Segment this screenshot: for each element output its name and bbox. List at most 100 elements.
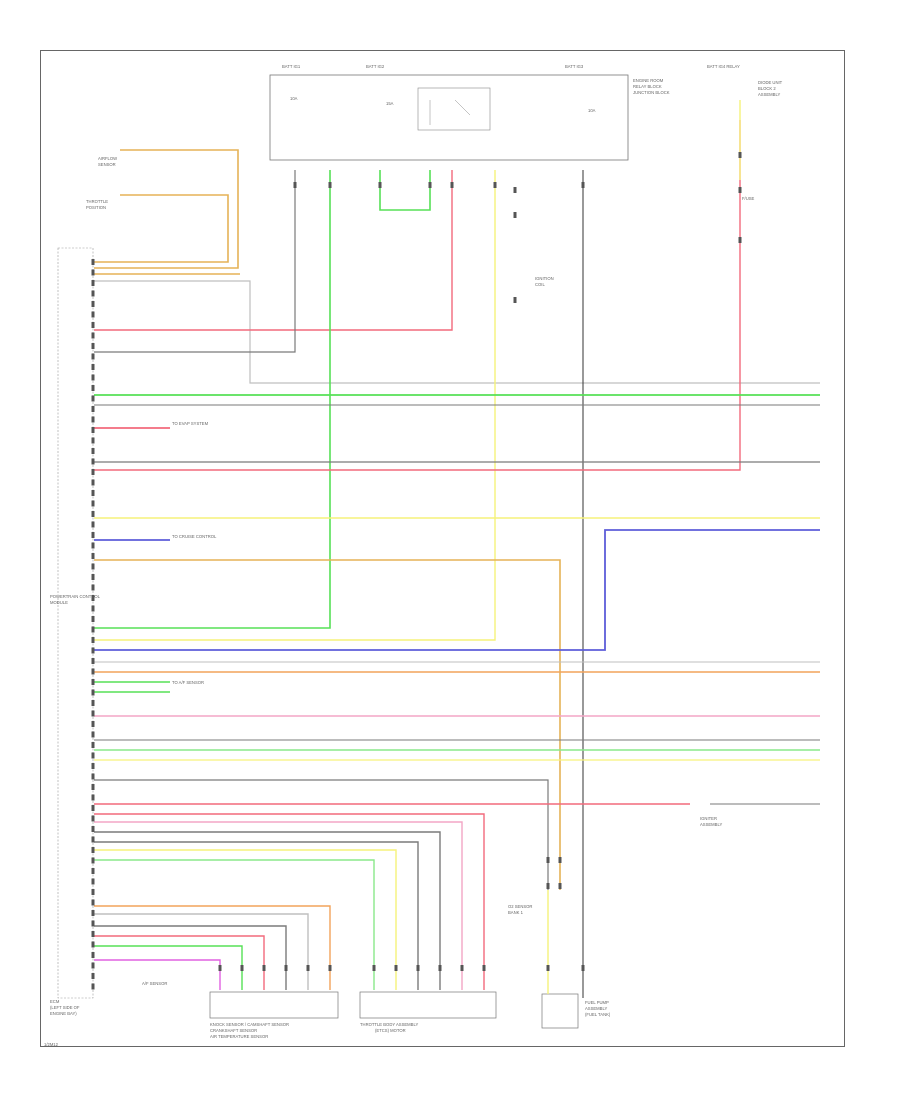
svg-text:IGNITER: IGNITER xyxy=(700,816,717,821)
wire-tan-drop xyxy=(94,559,561,890)
ecm-pin xyxy=(91,679,95,685)
ecm-pin xyxy=(91,784,95,790)
ecm-pin xyxy=(91,752,95,759)
svg-text:A/F SENSOR: A/F SENSOR xyxy=(142,981,167,986)
wire-gray-drop xyxy=(94,779,549,890)
connector-pin xyxy=(394,965,398,971)
svg-text:AIRFLOW: AIRFLOW xyxy=(98,156,117,161)
connector-pin xyxy=(460,965,464,971)
connector-pin xyxy=(546,965,550,971)
ecm-pin xyxy=(91,815,95,822)
ecm-pin xyxy=(91,542,95,549)
svg-text:BATT IG2: BATT IG2 xyxy=(366,64,385,69)
ecm-pin xyxy=(91,458,95,465)
svg-text:FUEL PUMP: FUEL PUMP xyxy=(585,1000,609,1005)
wire-tps-1 xyxy=(94,821,463,990)
svg-text:THROTTLE: THROTTLE xyxy=(86,199,108,204)
svg-text:O2 SENSOR: O2 SENSOR xyxy=(508,904,532,909)
svg-text:ASSEMBLY: ASSEMBLY xyxy=(585,1006,607,1011)
ecm-pin xyxy=(91,353,95,360)
ecm-pin xyxy=(91,385,95,391)
svg-text:CRANKSHAFT SENSOR: CRANKSHAFT SENSOR xyxy=(210,1028,257,1033)
svg-text:TO EVAP SYSTEM: TO EVAP SYSTEM xyxy=(172,421,209,426)
ecm-pin xyxy=(91,584,95,591)
svg-text:ENGINE BAY): ENGINE BAY) xyxy=(50,1011,77,1016)
ecm-pin xyxy=(91,553,95,559)
ecm-pin xyxy=(91,931,95,937)
svg-text:ASSEMBLY: ASSEMBLY xyxy=(758,92,780,97)
ecm-pin xyxy=(91,857,95,864)
ecm-pin xyxy=(91,826,95,832)
ecm-pin xyxy=(91,889,95,895)
ecm-pin xyxy=(91,731,95,738)
ecm-pin xyxy=(91,983,95,990)
ecm-pin xyxy=(91,521,95,528)
sensor-block-3: FUEL PUMP ASSEMBLY (FUEL TANK) xyxy=(541,993,611,1029)
svg-text:10A: 10A xyxy=(588,108,596,113)
ecm-pin xyxy=(91,416,95,423)
wire-knock-0 xyxy=(94,905,331,990)
ecm-pin xyxy=(91,626,95,633)
ecm-pin xyxy=(91,511,95,517)
wire-yellow-drop xyxy=(94,170,496,641)
ecm-pin xyxy=(91,941,95,948)
ecm-pin xyxy=(91,301,95,307)
ecm-pin xyxy=(91,395,95,402)
connector-pin xyxy=(482,965,486,971)
connector-pin xyxy=(546,857,550,863)
svg-text:MODULE: MODULE xyxy=(50,600,68,605)
connector-pin xyxy=(513,297,517,303)
wire-knock-3 xyxy=(94,935,265,990)
wire-tps-2 xyxy=(94,831,441,990)
connector-pin xyxy=(558,857,562,863)
wire-throttle xyxy=(94,194,229,263)
ecm-pin xyxy=(91,332,95,339)
ecm-pin xyxy=(91,647,95,654)
ecm-pin xyxy=(91,322,95,328)
ecm-pin xyxy=(91,910,95,916)
connector-pin xyxy=(438,965,442,971)
ecm-pin xyxy=(91,290,95,297)
ecm-pin xyxy=(91,742,95,748)
ecm-pin xyxy=(91,448,95,454)
wire-green-drop xyxy=(94,170,331,629)
svg-text:THROTTLE BODY ASSEMBLY: THROTTLE BODY ASSEMBLY xyxy=(360,1022,418,1027)
svg-text:COIL: COIL xyxy=(535,282,545,287)
svg-text:(LEFT SIDE OF: (LEFT SIDE OF xyxy=(50,1005,80,1010)
ecm-pin xyxy=(91,437,95,444)
sensor-block-2: THROTTLE BODY ASSEMBLY (ETCS) MOTOR xyxy=(359,991,497,1033)
svg-text:(FUEL TANK): (FUEL TANK) xyxy=(585,1012,611,1017)
ecm-pin xyxy=(91,500,95,507)
ecm-pin xyxy=(91,574,95,580)
connector-pin xyxy=(513,187,517,193)
connector-pin xyxy=(450,182,454,188)
ecm-pin xyxy=(91,311,95,318)
wire-tps-3 xyxy=(94,841,419,990)
connector-pin xyxy=(581,965,585,971)
relay-box: BATT IG1 BATT IG2 BATT IG3 ENGINE ROOM R… xyxy=(269,64,670,161)
ecm-connector: POWERTRAIN CONTROL MODULE ECM (LEFT SIDE… xyxy=(50,247,101,1016)
wire-red-right xyxy=(94,120,741,471)
wire-red-1 xyxy=(94,170,453,331)
wire-knock-5 xyxy=(94,959,221,990)
wire-blue-bus xyxy=(94,529,820,651)
wire-gray-1 xyxy=(94,170,296,353)
ecm-pin xyxy=(91,616,95,622)
wire-tps-4 xyxy=(94,849,397,990)
ecm-pin xyxy=(91,794,95,801)
connector-pin xyxy=(284,965,288,971)
footer-code: 1/2M12 xyxy=(44,1042,59,1047)
svg-text:BATT IG1: BATT IG1 xyxy=(282,64,301,69)
svg-text:BATT IG4 RELAY: BATT IG4 RELAY xyxy=(707,64,740,69)
connector-pin xyxy=(416,965,420,971)
connector-pin xyxy=(240,965,244,971)
ecm-pin xyxy=(91,343,95,349)
connector-pin xyxy=(328,965,332,971)
ecm-pin xyxy=(91,721,95,727)
svg-text:(ETCS) MOTOR: (ETCS) MOTOR xyxy=(375,1028,406,1033)
connector-pin xyxy=(378,182,382,188)
connector-pin xyxy=(738,237,742,243)
ecm-pin xyxy=(91,259,95,265)
ecm-pin xyxy=(91,847,95,853)
svg-text:ECM: ECM xyxy=(50,999,60,1004)
